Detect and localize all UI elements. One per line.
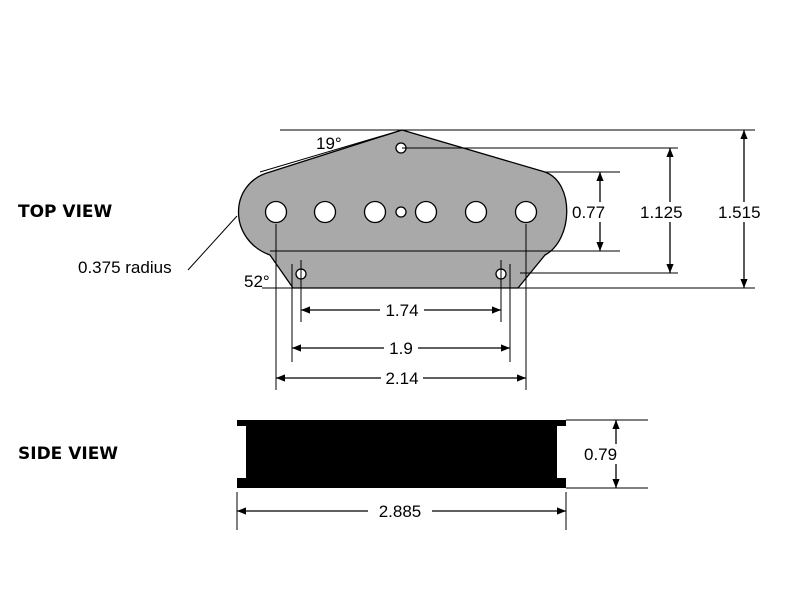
body-width-value: 0.77 bbox=[572, 203, 605, 222]
side-view-label: SIDE VIEW bbox=[18, 444, 118, 464]
dim-side-length: 2.885 bbox=[237, 501, 566, 521]
angle-top-label: 19° bbox=[316, 134, 342, 153]
pole-spacing-value: 1.74 bbox=[385, 301, 418, 320]
side-height-value: 0.79 bbox=[584, 445, 617, 464]
radius-label: 0.375 radius bbox=[78, 258, 172, 277]
pole-hole-1 bbox=[264, 200, 288, 224]
dim-mid-height: 1.125 bbox=[640, 148, 696, 273]
pole-hole-6 bbox=[514, 200, 538, 224]
dim-outer-span: 2.14 bbox=[276, 368, 526, 388]
top-view-label: TOP VIEW bbox=[18, 202, 113, 222]
extension-lines bbox=[187, 129, 755, 390]
mid-height-value: 1.125 bbox=[640, 203, 683, 222]
inner-mount-value: 1.9 bbox=[389, 339, 413, 358]
pole-piece-holes bbox=[264, 200, 538, 224]
dim-side-height: 0.79 bbox=[584, 420, 630, 488]
pole-hole-4 bbox=[414, 200, 438, 224]
dim-pole-spacing: 1.74 bbox=[301, 300, 501, 320]
side-length-value: 2.885 bbox=[379, 502, 422, 521]
center-hole bbox=[395, 206, 407, 218]
pole-hole-5 bbox=[464, 200, 488, 224]
pole-hole-2 bbox=[313, 200, 337, 224]
pole-hole-3 bbox=[363, 200, 387, 224]
outer-span-value: 2.14 bbox=[385, 369, 418, 388]
total-height-value: 1.515 bbox=[718, 203, 761, 222]
dim-total-height: 1.515 bbox=[716, 130, 774, 288]
dim-inner-mount: 1.9 bbox=[292, 338, 510, 358]
angle-bottom-label: 52° bbox=[244, 272, 270, 291]
dim-body-width: 0.77 bbox=[572, 172, 622, 251]
pickup-side-view bbox=[237, 420, 566, 488]
